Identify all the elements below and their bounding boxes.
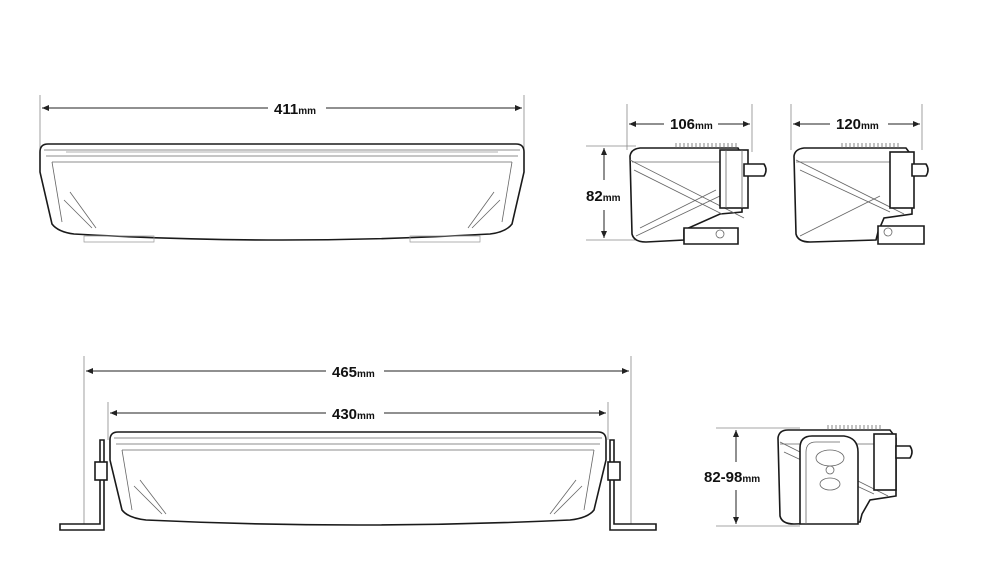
dim-label-465: 465mm [332, 364, 375, 381]
cooling-fins [841, 143, 899, 148]
side-view-b: 120mm [790, 104, 929, 245]
dim-label-430: 430mm [332, 406, 375, 423]
cooling-fins [827, 425, 881, 430]
side-view-a: 106mm 82mm [586, 104, 767, 245]
dim-label-82: 82mm [586, 188, 621, 205]
side-view-bracket: 82-98mm [704, 425, 913, 527]
front-view-bottom: 465mm 430mm [59, 356, 657, 531]
dim-label-411: 411mm [274, 101, 316, 118]
cooling-fins [675, 143, 737, 148]
dim-label-106: 106mm [670, 116, 713, 133]
dim-label-120: 120mm [836, 116, 879, 133]
dim-label-82-98: 82-98mm [704, 469, 760, 486]
front-view-top: 411mm [39, 95, 525, 243]
